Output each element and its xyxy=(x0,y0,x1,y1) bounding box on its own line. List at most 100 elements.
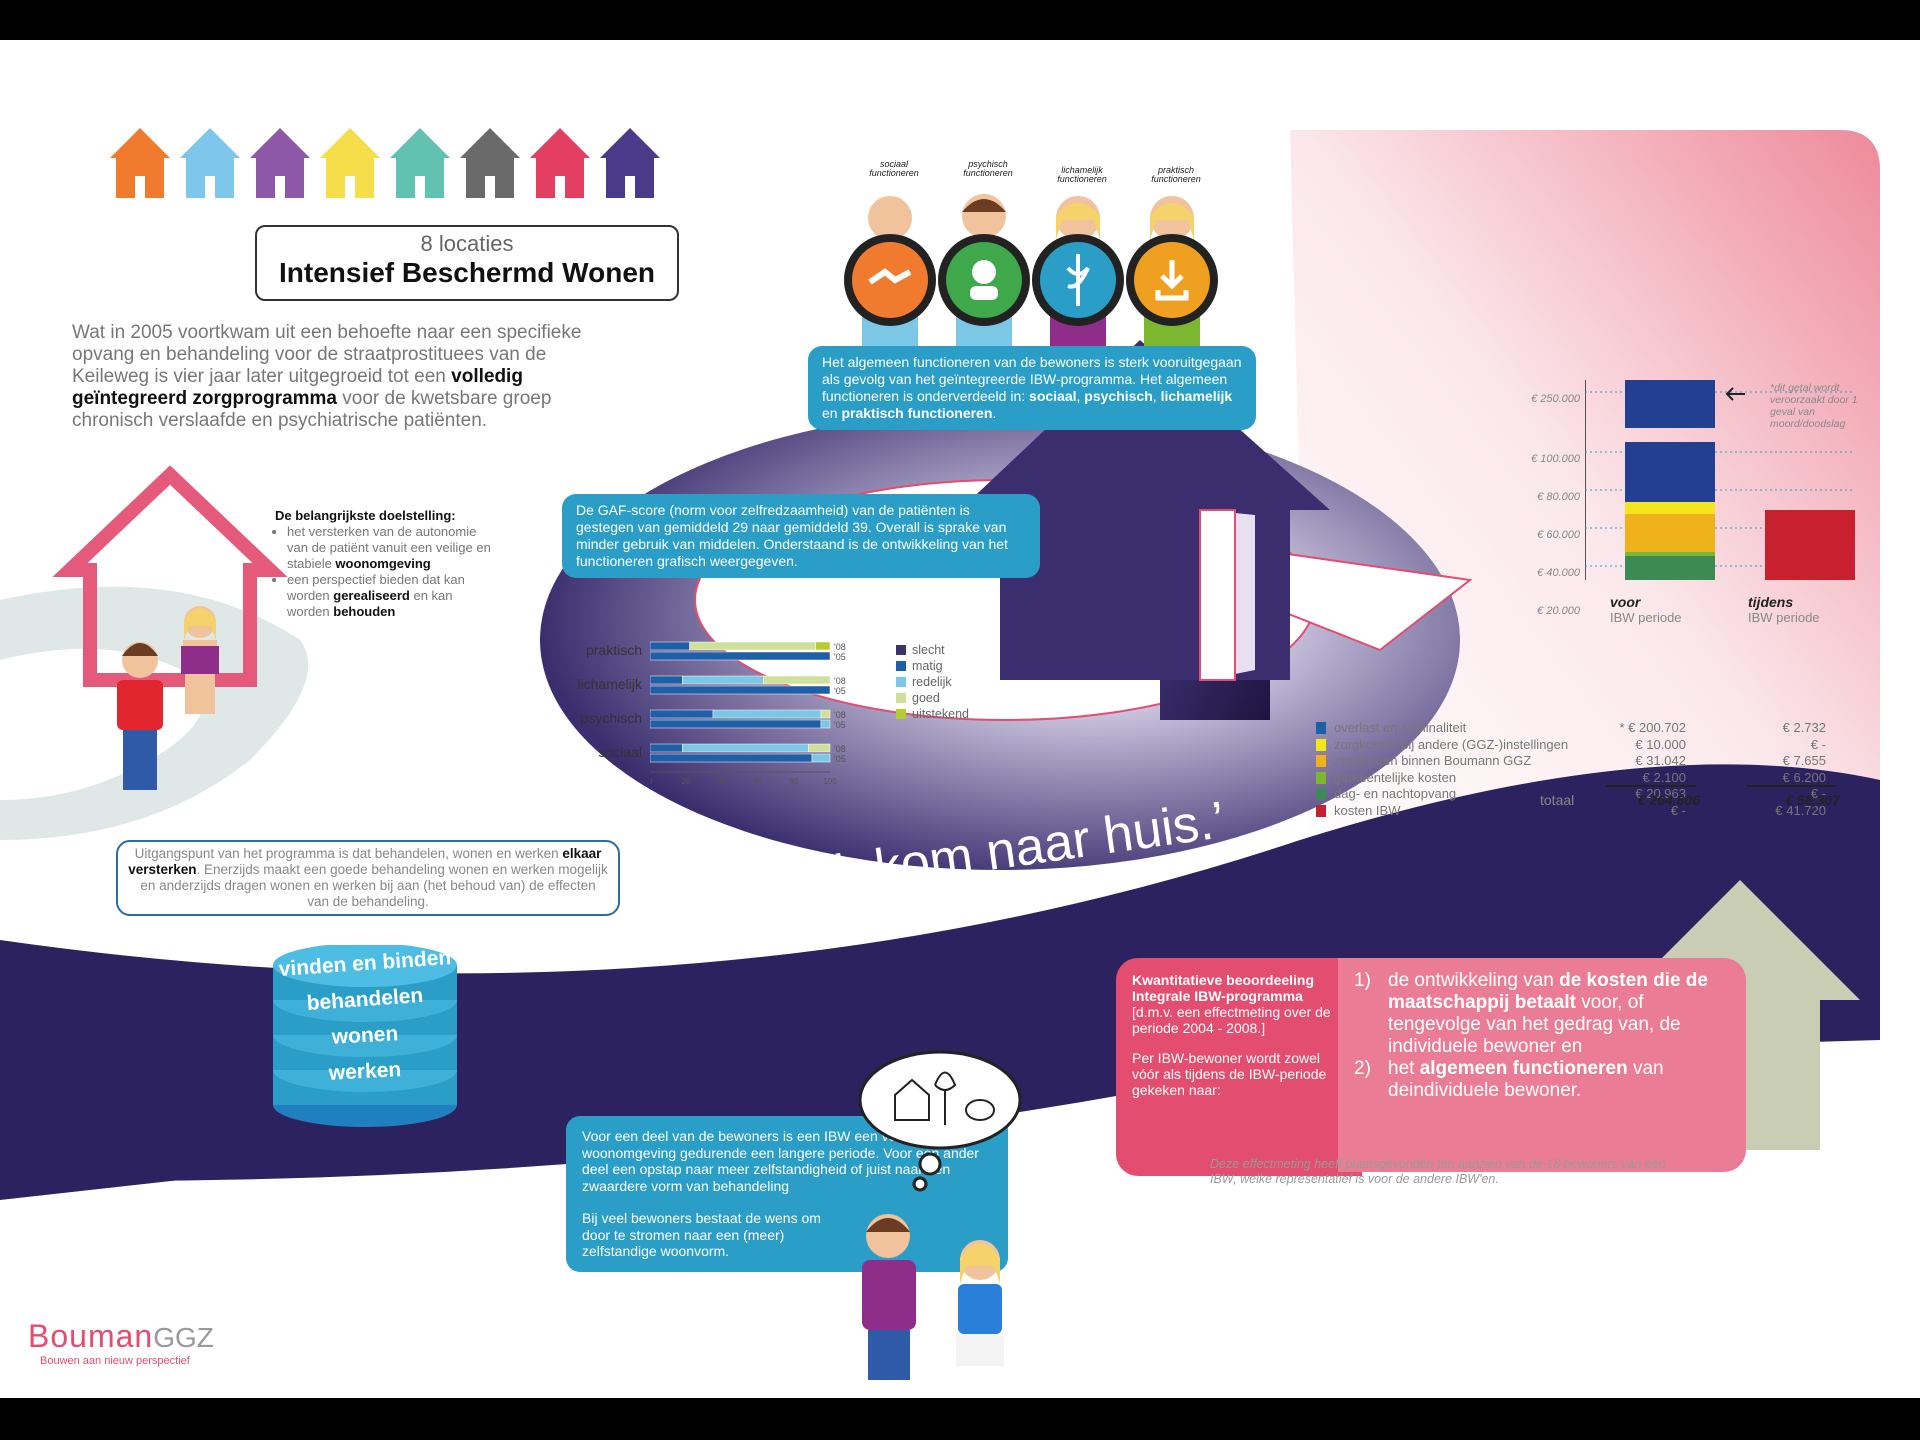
cost-swatch xyxy=(1316,788,1326,800)
cost-note: *dit getal wordt veroorzaakt door 1 geva… xyxy=(1770,382,1858,430)
tick-5: € 20.000 xyxy=(1537,605,1580,617)
kwant-box: Kwantitatieve beoordeeling Integrale IBW… xyxy=(1116,958,1362,1176)
house-teal-icon xyxy=(390,128,450,198)
kwant-i2b: algemeen functioneren xyxy=(1419,1058,1628,1079)
kwant-n1: 1) xyxy=(1354,970,1371,991)
program-stack xyxy=(273,945,457,1127)
legend-uitstekend-label: uitstekend xyxy=(912,707,969,721)
house-navy-icon xyxy=(600,128,660,198)
gaf-segment xyxy=(811,753,831,763)
purple-band xyxy=(0,764,1880,1181)
cost-swatch xyxy=(1316,738,1326,751)
gaf-segment xyxy=(808,743,831,753)
starting-point-box: Uitgangspunt van het programma is dat be… xyxy=(116,840,620,916)
head-icon xyxy=(972,260,996,284)
gaf-segment xyxy=(689,641,816,651)
house-row xyxy=(110,128,660,198)
bubble-top-mid: en xyxy=(822,405,842,421)
gaf-segment xyxy=(650,651,831,661)
goal-heading: De belangrijkste doelstelling: xyxy=(275,508,456,523)
legend-slecht-label: slecht xyxy=(912,643,945,657)
cost-chart: € 250.000 € 100.000 € 80.000 € 60.000 € … xyxy=(1500,340,1880,680)
gaf-segment xyxy=(650,685,831,695)
cost-swatch xyxy=(1316,755,1326,767)
total-line-voor xyxy=(1606,785,1696,787)
cat-voor: voor xyxy=(1610,594,1641,610)
gaf-segment xyxy=(815,641,831,651)
cost-bars xyxy=(1585,380,1855,580)
legend-slecht: slecht xyxy=(896,642,969,658)
gaf-year-label: '08 xyxy=(834,642,846,652)
label-psychisch: psychisch functioneren xyxy=(963,159,1013,178)
gaf-tick: 20 xyxy=(682,777,691,786)
tick-1: € 100.000 xyxy=(1531,453,1580,465)
house-orange-icon xyxy=(110,128,170,198)
cost-label: kosten IBW xyxy=(1334,802,1401,818)
cost-swatch xyxy=(1316,804,1326,817)
bubble-top-b2: psychisch xyxy=(1084,388,1153,404)
gaf-year-label: '05 xyxy=(834,754,846,764)
kwant-n2: 2) xyxy=(1354,1058,1371,1079)
gaf-year-label: '08 xyxy=(834,710,846,720)
legend-goed-label: goed xyxy=(912,691,940,705)
cat-tijdens: tijdens xyxy=(1748,594,1794,610)
cost-axis: € 250.000 € 100.000 € 80.000 € 60.000 € … xyxy=(1500,380,1580,630)
logo-tagline: Bouwen aan nieuw perspectief xyxy=(40,1355,190,1367)
gaf-segment xyxy=(820,709,831,719)
gaf-year-label: '08 xyxy=(834,676,846,686)
intro-part1: Wat in 2005 voortkwam uit een behoefte n… xyxy=(72,322,582,387)
handshake-icon xyxy=(868,268,912,285)
goal-item-1-bold: woonomgeving xyxy=(335,556,431,571)
cost-voor: € 10.000 xyxy=(1635,736,1686,752)
bubble-top-b1: sociaal xyxy=(1029,388,1077,404)
title-box: 8 locaties Intensief Beschermd Wonen xyxy=(255,225,679,301)
gaf-segment xyxy=(712,709,822,719)
cost-label: gemeentelijke kosten xyxy=(1334,769,1457,785)
legend-goed: goed xyxy=(896,690,969,706)
gaf-bars: '08'05'08'05'08'05'08'05020406080100 xyxy=(650,641,846,786)
gaf-year-label: '05 xyxy=(834,652,846,662)
cost-voor: € 2.100 xyxy=(1642,769,1686,785)
kwant-i1a: de ontwikkeling van xyxy=(1388,970,1560,991)
bubble-bottom-p2: Bij veel bewoners bestaat de wens om doo… xyxy=(582,1210,821,1259)
footnote: Deze effectmeting heeft plaatsgevonden t… xyxy=(1210,1157,1666,1186)
label-sociaal: sociaal functioneren xyxy=(869,159,919,178)
bar-tijdens-ibw xyxy=(1765,510,1855,580)
tick-2: € 80.000 xyxy=(1537,491,1580,503)
cost-row: zorgkosten bij andere (GGZ-)instellingen… xyxy=(1316,737,1896,753)
house-purple-icon xyxy=(250,128,310,198)
person-sociaal xyxy=(844,196,936,370)
label-praktisch: praktisch functioneren xyxy=(1151,165,1201,184)
gaf-year-label: '08 xyxy=(834,744,846,754)
gaf-tick: 100 xyxy=(823,777,837,786)
total-tijdens: € 58,307 xyxy=(1785,792,1841,808)
start-text-1: Uitgangspunt van het programma is dat be… xyxy=(134,846,563,861)
cost-row: overlast en criminaliteit* € 200.702€ 2.… xyxy=(1316,720,1896,736)
tree-sketch-icon xyxy=(934,1071,957,1125)
person-lichamelijk xyxy=(1032,196,1124,370)
intro-text: Wat in 2005 voortkwam uit een behoefte n… xyxy=(72,322,612,432)
house-yellow-icon xyxy=(320,128,380,198)
bubble-top-text: Het algemeen functioneren van de bewoner… xyxy=(822,354,1242,404)
logo-name: Bouman xyxy=(28,1318,154,1354)
gaf-segment xyxy=(650,743,683,753)
legend-redelijk-label: redelijk xyxy=(912,675,952,689)
kwant-i2c: van deindividuele bewoner. xyxy=(1388,1058,1664,1101)
logo-ggz: GGZ xyxy=(153,1322,214,1353)
gaf-segment xyxy=(682,743,809,753)
legend-uitstekend: uitstekend xyxy=(896,706,969,722)
download-icon xyxy=(1155,260,1189,301)
goal-item-2-bold1: gerealiseerd xyxy=(333,588,410,603)
kwant-item-2: 2) het algemeen functioneren van deindiv… xyxy=(1354,1058,1730,1102)
people-icons xyxy=(844,194,1218,370)
bar-voor-criminaliteit xyxy=(1625,442,1715,502)
cost-tijdens: € 7.655 xyxy=(1782,753,1826,768)
gaf-tick: 0 xyxy=(650,777,653,786)
bar-voor-criminaliteit-top xyxy=(1625,380,1715,428)
cost-voor: € 20.963 xyxy=(1635,786,1686,801)
goal-item-2-bold2: behouden xyxy=(333,604,396,619)
start-bold: elkaar versterken xyxy=(128,846,602,877)
cost-tijdens: € 6.200 xyxy=(1782,769,1826,785)
cost-swatch xyxy=(1316,771,1326,784)
gaf-segment xyxy=(820,719,831,729)
